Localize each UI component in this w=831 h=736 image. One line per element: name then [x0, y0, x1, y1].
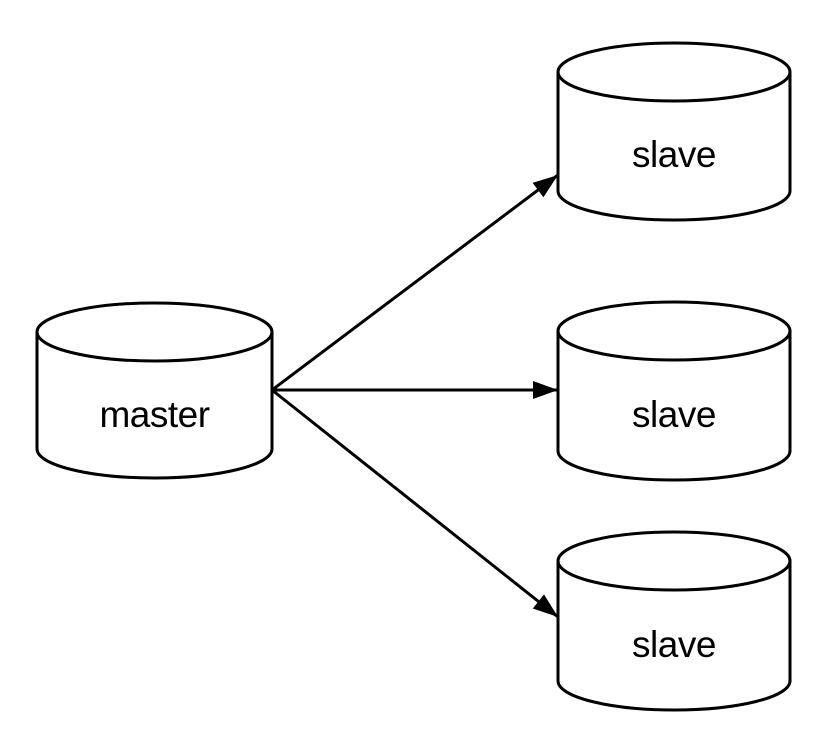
database-cylinder-body [556, 331, 792, 482]
edge-master-to-slave1 [271, 173, 559, 392]
database-cylinder-body [35, 332, 274, 480]
database-cylinder-top [556, 530, 792, 592]
replication-arrow [271, 388, 559, 619]
node-slave-3: slave [556, 530, 792, 712]
database-cylinder-top [556, 41, 792, 103]
replication-arrow [271, 173, 559, 392]
node-slave-2: slave [556, 300, 792, 482]
master-node-label: master [99, 394, 209, 435]
edge-master-to-slave3 [271, 388, 559, 619]
slave-node-label: slave [632, 624, 716, 665]
database-cylinder-body [556, 561, 792, 712]
database-cylinder-top [556, 300, 792, 362]
slave-node-label: slave [632, 394, 716, 435]
slave-node-label: slave [632, 134, 716, 175]
database-cylinder-top [35, 301, 274, 363]
database-cylinder-body [556, 72, 792, 222]
node-master: master [35, 301, 274, 480]
node-slave-1: slave [556, 41, 792, 222]
